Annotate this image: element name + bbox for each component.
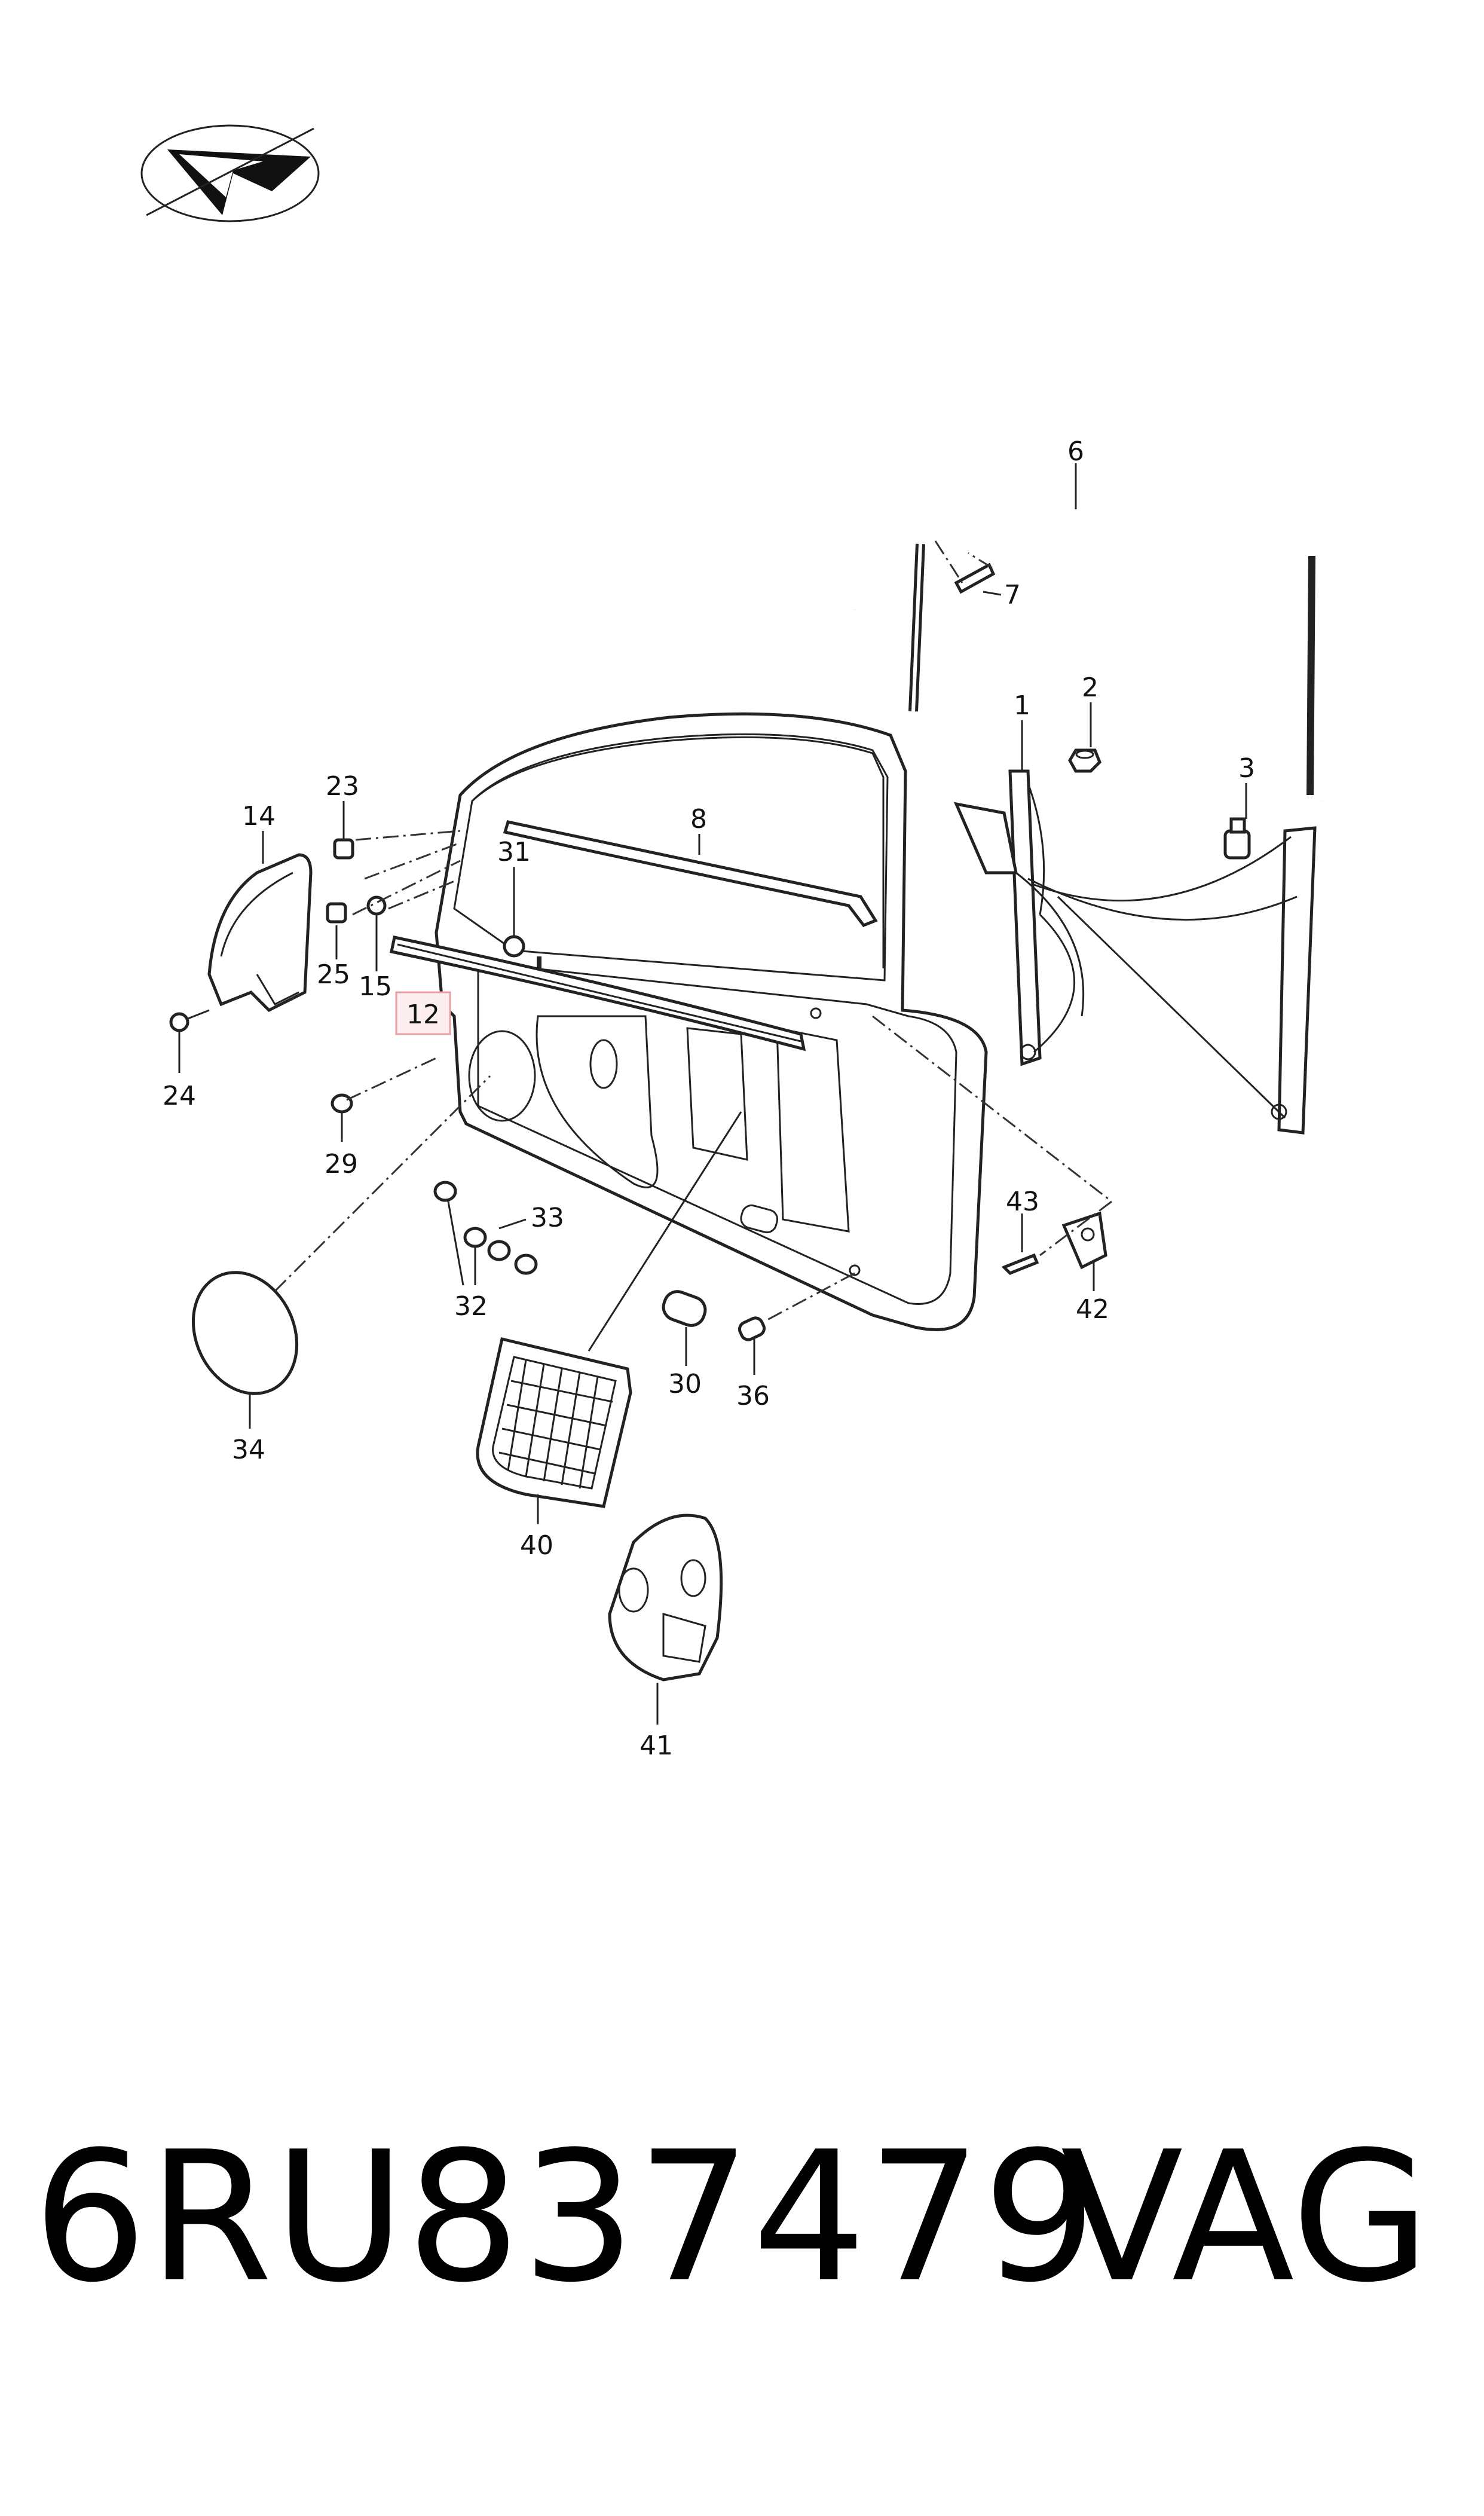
label-8: 8: [690, 804, 707, 834]
window-seal-strip: [390, 936, 806, 1051]
brand-text: VAG: [1060, 2113, 1430, 2322]
label-41: 41: [640, 1731, 673, 1761]
highlight-box-12: [395, 991, 451, 1035]
label-6: 6: [1067, 436, 1084, 467]
assembly-lines: [274, 830, 1112, 1322]
label-25: 25: [317, 959, 350, 990]
label-42: 42: [1076, 1294, 1109, 1325]
label-15: 15: [359, 971, 392, 1002]
nut-part: [1068, 748, 1101, 773]
label-33: 33: [531, 1203, 564, 1233]
mirror-part: [207, 853, 313, 1013]
plugs-32: [433, 1181, 487, 1248]
label-1: 1: [1014, 690, 1030, 721]
leader-lines: [178, 463, 1247, 1725]
rivet-43: [1001, 1253, 1039, 1275]
plug-29: [331, 1093, 353, 1114]
plugs-33: [487, 1240, 538, 1275]
window-regulator: [953, 769, 1317, 1135]
clip-part: [934, 540, 996, 594]
part-number-text: 6RU837479: [33, 2113, 1099, 2322]
window-channel-strip: [503, 820, 878, 928]
inner-trim: [608, 1514, 723, 1682]
grommet-30: [662, 1290, 707, 1327]
label-23: 23: [326, 771, 359, 802]
speaker-cover: [191, 1271, 299, 1395]
fastener-23: [333, 838, 354, 860]
label-24: 24: [163, 1081, 196, 1111]
fastener-25: [326, 902, 347, 924]
label-36: 36: [736, 1381, 770, 1411]
label-30: 30: [668, 1369, 702, 1399]
callout-labels: 6 7 2 3 1 8 31 14 23 25 15 12 24 29 33 3…: [163, 436, 1255, 1761]
cover-film: [476, 1337, 632, 1508]
bracket-42: [1061, 1211, 1107, 1270]
label-3: 3: [1238, 753, 1255, 784]
label-31: 31: [497, 837, 531, 867]
label-29: 29: [325, 1149, 358, 1179]
label-14: 14: [242, 801, 276, 831]
label-2: 2: [1082, 672, 1099, 703]
label-7: 7: [1004, 580, 1021, 610]
connector-part: [1223, 817, 1251, 860]
label-43: 43: [1006, 1187, 1039, 1217]
screw-24: [169, 1009, 210, 1032]
label-32: 32: [454, 1291, 488, 1322]
label-34: 34: [232, 1435, 265, 1465]
plug-31: [503, 935, 525, 958]
paper-plane-logo-icon: [140, 124, 320, 222]
plug-36: [738, 1316, 766, 1341]
label-40: 40: [520, 1530, 553, 1561]
label-12: 12: [406, 999, 440, 1030]
